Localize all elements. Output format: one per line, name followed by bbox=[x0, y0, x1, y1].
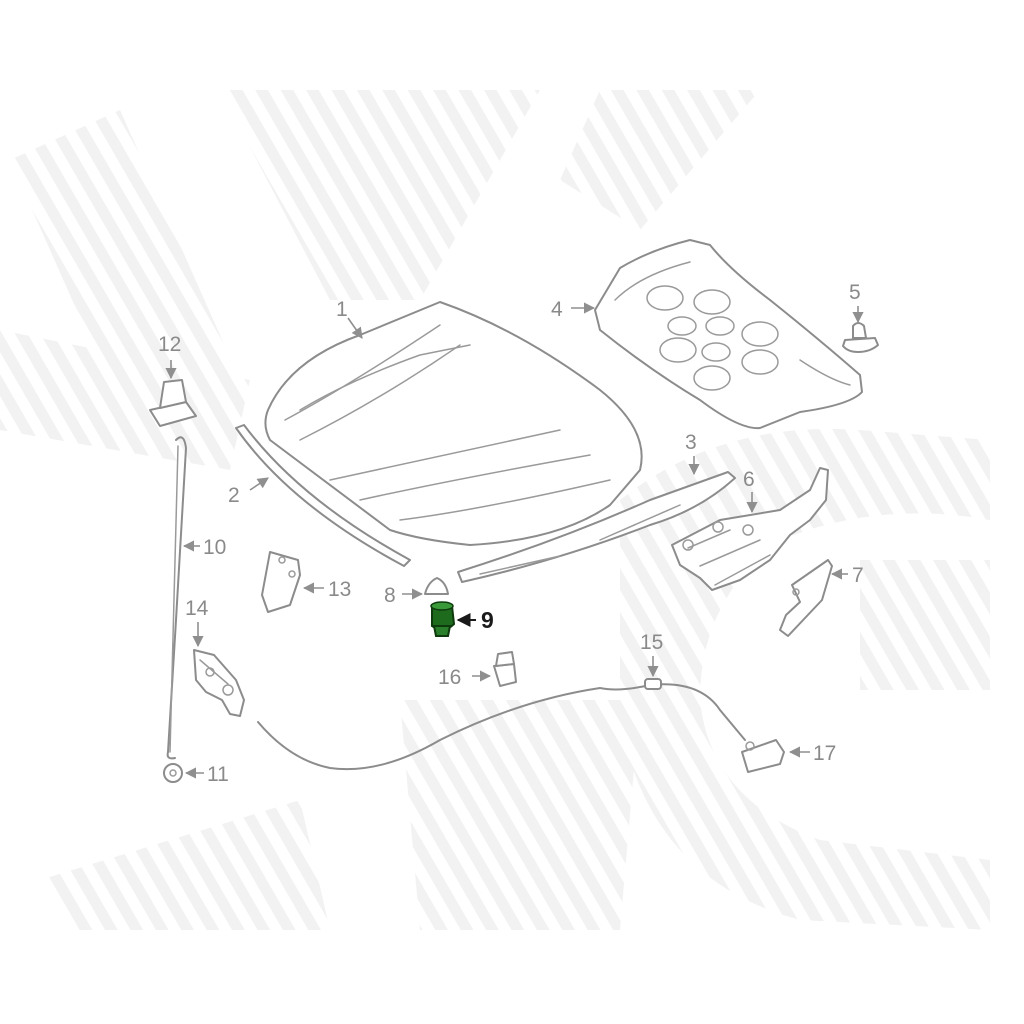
part-9-bumper-stop bbox=[430, 601, 456, 637]
part-7-bracket bbox=[779, 559, 833, 637]
callout-5: 5 bbox=[849, 281, 861, 304]
callout-2: 2 bbox=[228, 484, 240, 507]
part-13-bracket bbox=[261, 551, 301, 613]
callout-13: 13 bbox=[328, 578, 351, 601]
part-10-prop-rod bbox=[166, 436, 188, 760]
part-11-washer bbox=[163, 763, 183, 783]
part-5-clip bbox=[842, 322, 879, 353]
callout-11: 11 bbox=[207, 763, 229, 786]
callout-10: 10 bbox=[203, 536, 226, 559]
callout-6: 6 bbox=[743, 468, 755, 491]
part-4-insulation bbox=[594, 239, 863, 430]
callout-9: 9 bbox=[481, 607, 494, 633]
callout-17: 17 bbox=[813, 742, 836, 765]
part-2-seal bbox=[235, 424, 411, 567]
part-6-hinge bbox=[671, 467, 829, 591]
callout-4: 4 bbox=[551, 298, 563, 321]
callout-16: 16 bbox=[438, 666, 461, 689]
callout-15: 15 bbox=[640, 631, 663, 654]
callout-labels: 1 2 3 4 5 6 7 8 9 10 11 12 13 14 15 16 1… bbox=[158, 281, 864, 786]
callout-1: 1 bbox=[336, 298, 348, 321]
callout-14: 14 bbox=[185, 597, 209, 620]
part-3-trim bbox=[457, 471, 736, 583]
part-14-lock bbox=[193, 649, 245, 717]
callout-7: 7 bbox=[852, 564, 864, 587]
part-16-cable-clip bbox=[493, 651, 517, 687]
callout-8: 8 bbox=[384, 584, 396, 607]
callout-12: 12 bbox=[158, 333, 181, 356]
part-15-release-cable bbox=[257, 678, 746, 771]
part-1-hood bbox=[264, 301, 643, 546]
callout-3: 3 bbox=[685, 431, 697, 454]
part-8-grommet bbox=[424, 577, 449, 595]
leader-lines bbox=[165, 302, 864, 779]
part-12-rod-clip bbox=[149, 379, 197, 427]
part-17-release-handle bbox=[741, 739, 785, 773]
